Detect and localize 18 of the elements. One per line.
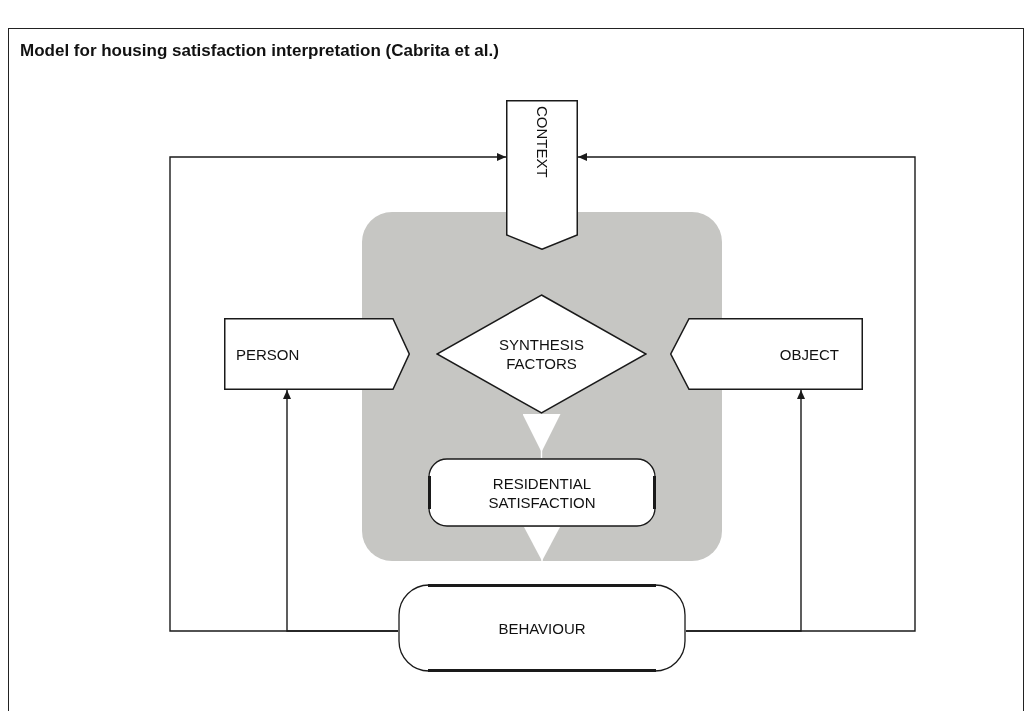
node-label: SYNTHESIS FACTORS — [498, 335, 585, 373]
satisfaction-box — [428, 458, 656, 527]
flow-triangle — [522, 413, 561, 459]
node-label: OBJECT — [779, 344, 839, 364]
title: Model for housing satisfaction interpretation (Cabrita et al.) — [20, 40, 499, 62]
node-label: PERSON — [236, 344, 300, 364]
node-label: CONTEXT — [532, 106, 552, 178]
arrow — [169, 153, 507, 632]
synthesis-diamond — [436, 294, 647, 414]
arrow — [577, 153, 916, 632]
node-label: RESIDENTIAL SATISFACTION — [487, 473, 597, 512]
behaviour-box — [398, 584, 686, 672]
context-pentagon — [506, 100, 578, 250]
panel-background — [362, 212, 722, 561]
arrow — [283, 389, 399, 632]
node-label: BEHAVIOUR — [498, 618, 586, 638]
person-pentagon — [224, 318, 410, 390]
object-pentagon — [670, 318, 863, 390]
